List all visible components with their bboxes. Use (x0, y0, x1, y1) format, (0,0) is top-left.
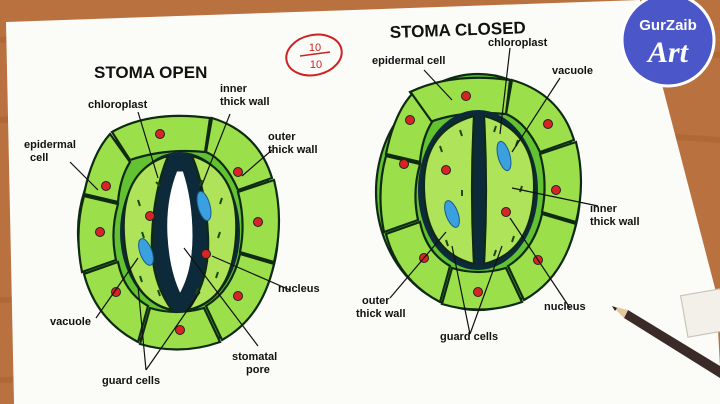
leaders-closed (389, 47, 599, 335)
pencil (612, 306, 720, 378)
guard-nucleus-right-closed (501, 207, 511, 217)
title-stoma-open: STOMA OPEN (94, 63, 207, 82)
label-epidermal-open-2: cell (30, 152, 48, 164)
score-mark: 10 10 (285, 33, 343, 77)
guard-cell-right-closed (482, 114, 536, 266)
label-inner-wall-closed-2: thick wall (590, 216, 640, 228)
score-top: 10 (309, 42, 321, 54)
brand-logo: GurZaib Art (620, 0, 716, 88)
label-epidermal-open-1: epidermal (24, 139, 76, 151)
label-outer-wall-open-1: outer (268, 131, 296, 143)
label-inner-wall-closed-1: inner (590, 203, 618, 215)
label-nucleus-open: nucleus (278, 283, 320, 295)
label-epidermal-closed: epidermal cell (372, 55, 445, 67)
label-vacuole-open: vacuole (50, 316, 91, 328)
guard-cell-left-closed (422, 114, 476, 266)
label-nucleus-closed: nucleus (544, 301, 586, 313)
guard-nucleus-left-open (145, 211, 155, 221)
label-vacuole-closed: vacuole (552, 65, 593, 77)
label-outer-wall-closed-1: outer (362, 295, 390, 307)
label-guard-cells-closed: guard cells (440, 331, 498, 343)
logo-line1: GurZaib (639, 17, 697, 34)
score-bottom: 10 (310, 59, 322, 71)
guard-nucleus-left-closed (441, 165, 451, 175)
stomatal-pore-open (164, 168, 196, 300)
label-chloroplast-open: chloroplast (88, 99, 148, 111)
chloroplasts-closed (439, 125, 523, 257)
label-guard-cells-open: guard cells (102, 375, 160, 387)
leaders-open (69, 111, 291, 371)
stoma-open-diagram (76, 114, 281, 351)
label-pore-open-1: stomatal (232, 351, 277, 363)
vacuole-left-closed (444, 200, 460, 228)
label-outer-wall-open-2: thick wall (268, 144, 318, 156)
guard-cell-left-open (122, 154, 175, 312)
vacuole-right-closed (496, 140, 512, 172)
vacuole-left-open (138, 238, 154, 266)
vacuole-right-open (196, 190, 212, 222)
label-pore-open-2: pore (246, 364, 270, 376)
guard-nucleus-right-open (201, 249, 211, 259)
title-stoma-closed: STOMA CLOSED (389, 18, 526, 42)
label-inner-wall-open-1: inner (220, 83, 248, 95)
stoma-closed-diagram (374, 72, 583, 312)
epidermal-nuclei-open (95, 129, 263, 335)
epidermal-nuclei-closed (399, 91, 561, 297)
chloroplasts-open (137, 179, 223, 297)
eraser (679, 288, 720, 338)
label-chloroplast-closed: chloroplast (488, 37, 548, 49)
label-outer-wall-closed-2: thick wall (356, 308, 406, 320)
label-inner-wall-open-2: thick wall (220, 96, 270, 108)
logo-line2: Art (646, 36, 690, 69)
